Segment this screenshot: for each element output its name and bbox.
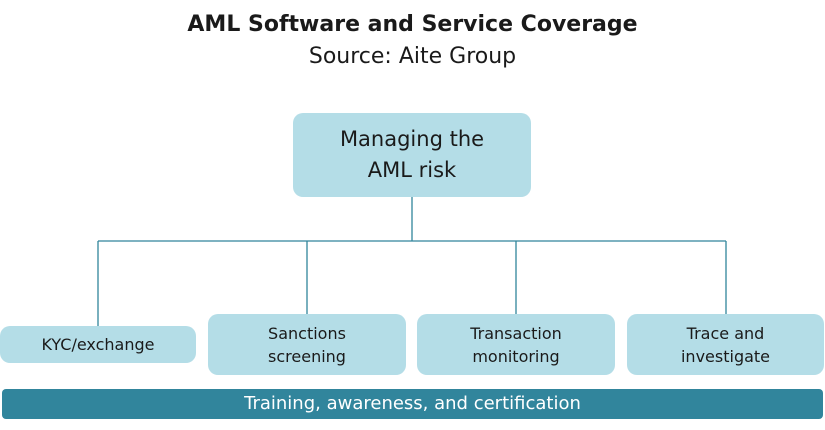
diagram-title: AML Software and Service Coverage — [187, 12, 638, 37]
child-node-label-line1: Trace and — [686, 323, 765, 343]
child-node-label-line2: monitoring — [472, 346, 560, 366]
child-node-label-line2: investigate — [680, 346, 771, 366]
child-node-label-line1: Transaction — [470, 323, 562, 343]
foundation-bar-training: Training, awareness, and certification — [2, 389, 823, 419]
child-node-kyc-exchange: KYC/exchange — [0, 326, 196, 363]
child-node-label-line1: Sanctions — [268, 323, 346, 343]
child-node-transaction-monitoring: Transaction monitoring — [417, 314, 615, 375]
child-node-label: KYC/exchange — [41, 335, 155, 354]
child-node-label-line2: screening — [268, 346, 346, 366]
child-node-sanctions-screening: Sanctions screening — [208, 314, 406, 375]
diagram-subtitle: Source: Aite Group — [308, 44, 517, 69]
root-node-label-line1: Managing the — [339, 127, 485, 151]
root-node-managing-aml-risk: Managing the AML risk — [293, 113, 531, 197]
child-node-trace-investigate: Trace and investigate — [627, 314, 824, 375]
root-node-label-line2: AML risk — [367, 158, 457, 182]
